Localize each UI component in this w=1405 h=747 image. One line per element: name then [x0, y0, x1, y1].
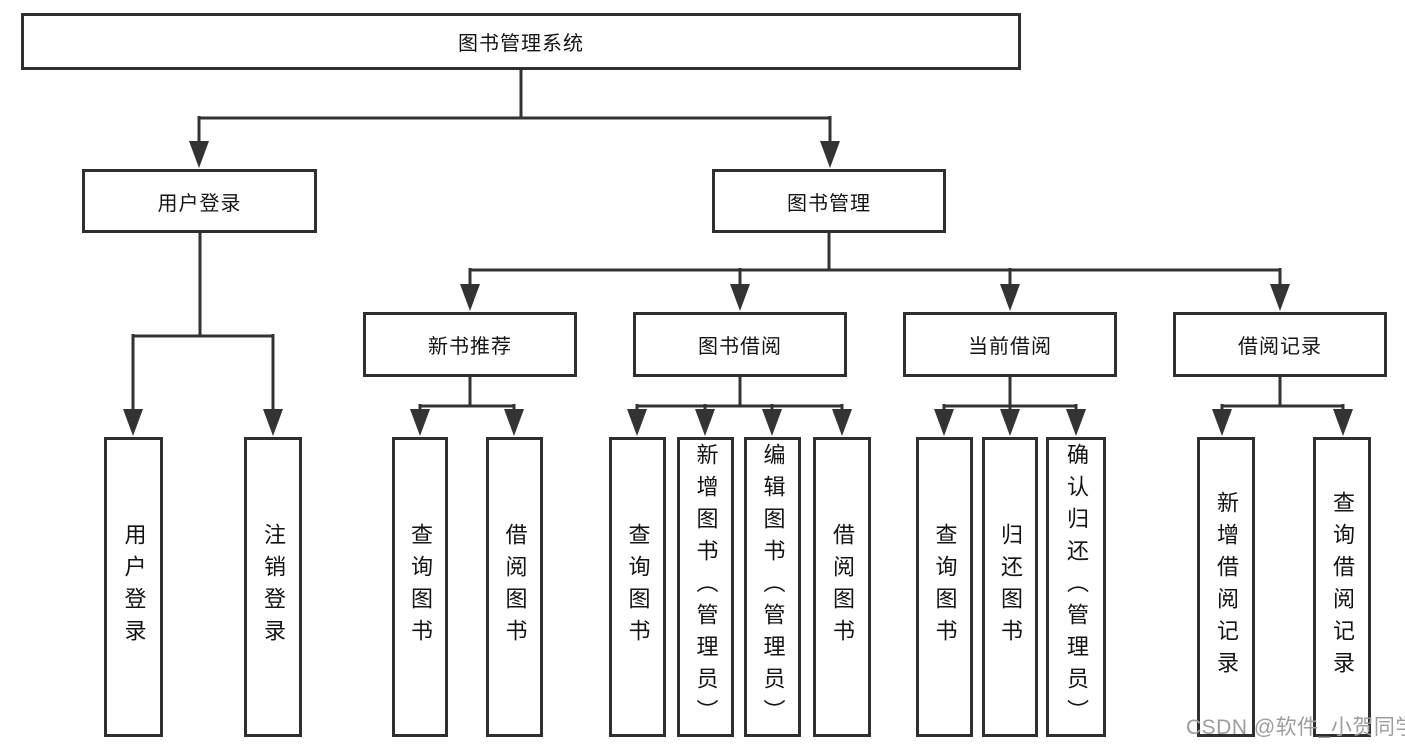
node-book-borrow: 图书借阅 — [633, 312, 847, 377]
arrowhead-icon — [1000, 284, 1020, 311]
node-book-borrow-label: 图书借阅 — [698, 336, 782, 358]
leaf-logout-label: 注销登录 — [261, 523, 286, 651]
leaf-query-borrow-record: 查询借阅记录 — [1313, 437, 1371, 737]
node-borrow-record: 借阅记录 — [1173, 312, 1387, 377]
leaf-query-book-2-label: 查询图书 — [625, 523, 651, 651]
arrowhead-icon — [832, 409, 852, 436]
leaf-add-book-admin-label: 新增图书（管理员） — [693, 443, 719, 731]
node-user-login: 用户登录 — [82, 169, 317, 233]
leaf-add-borrow-record-label: 新增借阅记录 — [1214, 491, 1239, 683]
leaf-query-borrow-record-label: 查询借阅记录 — [1330, 491, 1355, 683]
leaf-query-book-1: 查询图书 — [392, 437, 448, 737]
leaf-edit-book-admin: 编辑图书（管理员） — [744, 437, 801, 737]
arrowhead-icon — [410, 409, 430, 436]
node-new-book-recommend-label: 新书推荐 — [428, 336, 512, 358]
leaf-add-book-admin: 新增图书（管理员） — [677, 437, 734, 737]
csdn-watermark: CSDN @软件_小贺同学 — [1186, 716, 1405, 739]
connector-line — [1220, 377, 1345, 414]
leaf-edit-book-admin-label: 编辑图书（管理员） — [760, 443, 786, 731]
arrowhead-icon — [263, 409, 283, 436]
leaf-return-book-label: 归还图书 — [998, 523, 1023, 651]
arrowheads — [123, 141, 1353, 436]
arrowhead-icon — [504, 409, 524, 436]
leaf-query-book-2: 查询图书 — [609, 437, 666, 737]
arrowhead-icon — [460, 284, 480, 311]
leaf-confirm-return-admin: 确认归还（管理员） — [1046, 437, 1106, 737]
leaf-user-login: 用户登录 — [104, 437, 163, 737]
node-current-borrow-label: 当前借阅 — [968, 336, 1052, 358]
node-borrow-record-label: 借阅记录 — [1238, 336, 1322, 358]
arrowhead-icon — [1333, 409, 1353, 436]
leaf-user-login-label: 用户登录 — [121, 523, 147, 651]
node-user-login-label: 用户登录 — [157, 192, 242, 215]
arrowhead-icon — [730, 284, 750, 311]
arrowhead-icon — [1066, 409, 1086, 436]
leaf-query-book-3: 查询图书 — [916, 437, 973, 737]
arrowhead-icon — [189, 141, 209, 168]
connector-line — [131, 334, 275, 414]
node-root: 图书管理系统 — [21, 13, 1021, 70]
arrowhead-icon — [820, 141, 840, 168]
leaf-borrow-book-1-label: 借阅图书 — [502, 523, 528, 651]
leaf-return-book: 归还图书 — [982, 437, 1038, 737]
arrowhead-icon — [123, 409, 143, 436]
leaf-query-book-3-label: 查询图书 — [932, 523, 958, 651]
leaf-logout: 注销登录 — [244, 437, 302, 737]
node-book-management-label: 图书管理 — [787, 192, 871, 215]
node-book-management: 图书管理 — [712, 169, 946, 233]
leaf-borrow-book-2-label: 借阅图书 — [830, 523, 855, 651]
leaf-query-book-1-label: 查询图书 — [408, 523, 433, 651]
arrowhead-icon — [627, 409, 647, 436]
connector-line — [468, 268, 1282, 288]
leaf-borrow-book-1: 借阅图书 — [486, 437, 543, 737]
node-root-label: 图书管理系统 — [458, 33, 584, 55]
arrowhead-icon — [695, 409, 715, 436]
arrowhead-icon — [1212, 409, 1232, 436]
arrowhead-icon — [1000, 409, 1020, 436]
connector-line — [942, 377, 1078, 414]
arrowhead-icon — [762, 409, 782, 436]
connector-line — [635, 377, 844, 414]
leaf-add-borrow-record: 新增借阅记录 — [1197, 437, 1255, 737]
arrowhead-icon — [1270, 284, 1290, 311]
leaf-confirm-return-admin-label: 确认归还（管理员） — [1064, 443, 1089, 731]
connector-line — [418, 377, 516, 414]
arrowhead-icon — [934, 409, 954, 436]
node-current-borrow: 当前借阅 — [903, 312, 1117, 377]
leaf-borrow-book-2: 借阅图书 — [813, 437, 871, 737]
node-new-book-recommend: 新书推荐 — [363, 312, 577, 377]
